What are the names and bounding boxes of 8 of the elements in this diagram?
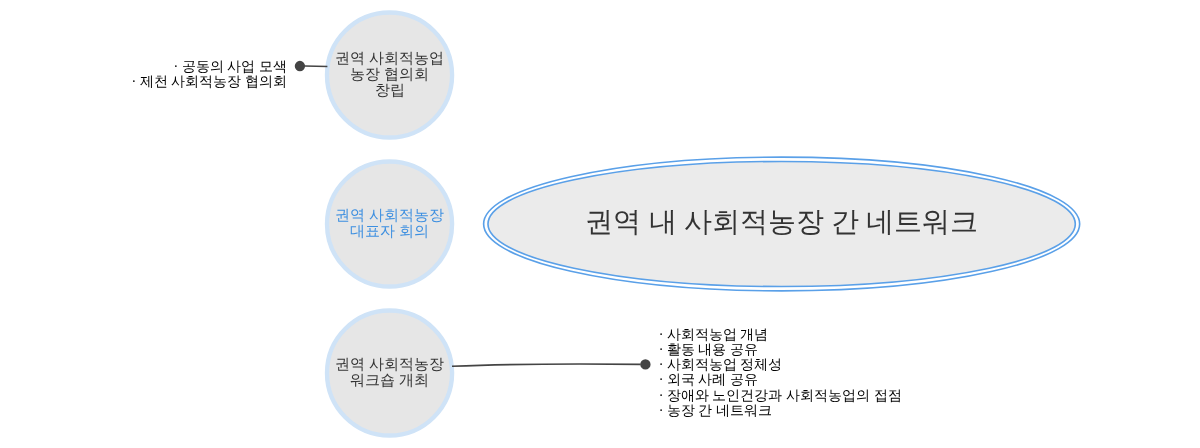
node-circle: 권역 사회적농장 대표자 회의 (324, 159, 455, 289)
node-text: · 사회적농업 개념 · 활동 내용 공유 · 사회적농업 정체성 · 외국 사례 공유 · 장애와 노인건강과 사회적농업의 접점 · 농장 간 네트워크 (658, 325, 902, 418)
node-ellipse: 권역 내 사회적농장 간 네트워크 (482, 156, 1081, 292)
node-text: · 공동의 사업 모색 · 제천 사회적농장 협의회 (131, 58, 287, 90)
node-circle: 권역 사회적농업 농장 협의회 창립 (324, 10, 455, 140)
connector (294, 60, 329, 72)
node-circle: 권역 사회적농장 워크숍 개최 (324, 308, 455, 438)
connector (451, 359, 651, 370)
